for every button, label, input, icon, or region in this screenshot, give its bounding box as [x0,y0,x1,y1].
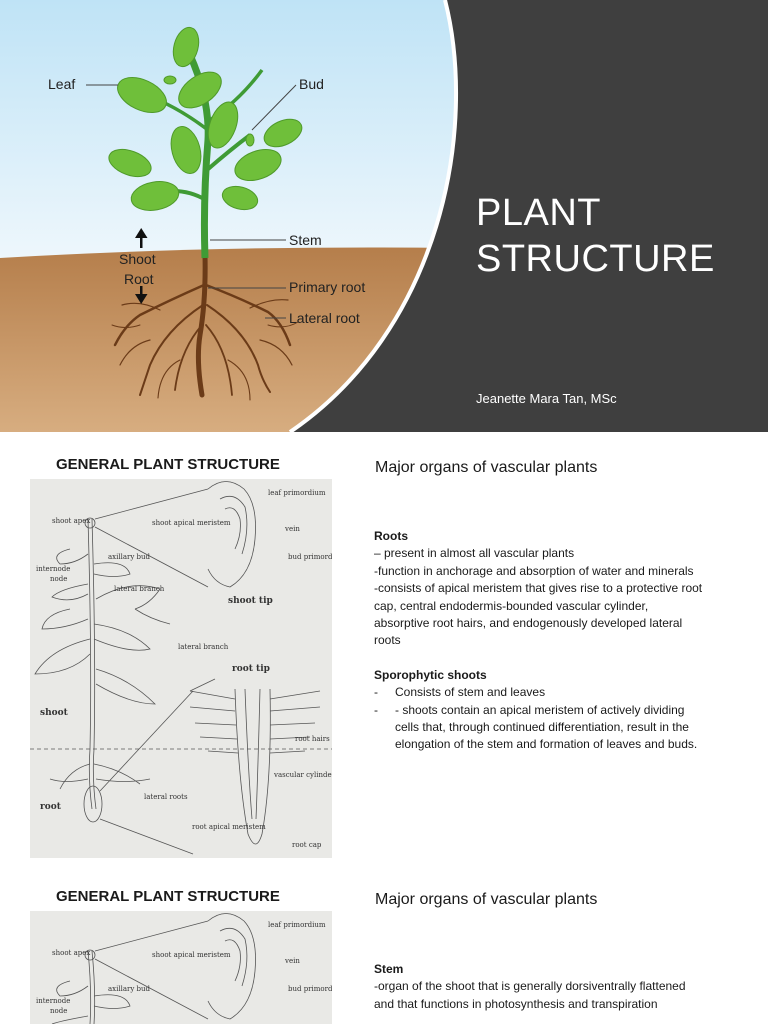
shoot-label: Shoot [119,251,156,267]
plant-structure-diagram: shoot apex shoot apical meristem leaf pr… [30,911,332,1024]
label-bud-primordium: bud primordium [288,985,332,993]
label-internode: internode [36,565,70,573]
title-line-2: STRUCTURE [476,238,715,280]
author: Jeanette Mara Tan, MSc [476,391,617,406]
page-title: PLANT STRUCTURE [476,190,715,282]
label-shoot-apex: shoot apex [52,949,90,957]
bud-label: Bud [299,76,324,92]
stem-heading: Stem [374,962,404,976]
direction-arrows [135,228,148,304]
divider-arc [288,0,459,432]
label-shoot-apical-meristem: shoot apical meristem [152,519,231,527]
soil [0,247,457,432]
plant-structure-diagram: shoot apex shoot apical meristem leaf pr… [30,479,332,858]
slide-heading: GENERAL PLANT STRUCTURE [56,888,280,905]
bullet-marker: - [374,685,378,700]
bullet-item: - - shoots contain an apical meristem of… [374,702,704,754]
label-node: node [50,1007,67,1015]
bullet-text: - shoots contain an apical meristem of a… [395,702,698,752]
label-shoot-apical-meristem: shoot apical meristem [152,951,231,959]
label-lateral-roots: lateral roots [144,793,188,801]
stem-line: -organ of the shoot that is generally do… [374,979,686,1011]
label-vein: vein [284,957,300,965]
label-lines [86,84,297,319]
root-label: Root [124,271,154,287]
label-vein: vein [284,525,300,533]
label-lateral-branch: lateral branch [114,585,165,593]
label-root-apical-meristem: root apical meristem [192,823,266,831]
roots-line: – present in almost all vascular plants [374,546,575,561]
slide-general-structure-roots: GENERAL PLANT STRUCTURE Major organs of … [0,432,768,864]
label-shoot-apex: shoot apex [52,517,90,525]
label-axillary-bud: axillary bud [108,553,151,561]
label-internode: internode [36,997,70,1005]
slide-subtitle: Major organs of vascular plants [375,891,598,908]
label-node: node [50,575,67,583]
bullet-text: Consists of stem and leaves [395,685,546,700]
lateral-root-label: Lateral root [289,310,360,326]
plant-illustration: Leaf Bud Stem Shoot Root Primary root La… [0,0,459,432]
primary-root-label: Primary root [289,279,365,295]
slide-general-structure-stem: GENERAL PLANT STRUCTURE Major organs of … [0,864,768,1024]
roots-heading: Roots [374,529,408,543]
slide-subtitle: Major organs of vascular plants [375,459,598,476]
label-vascular-cylinder: vascular cylinder [273,771,332,779]
shoots-heading: Sporophytic shoots [374,667,487,682]
bullet-marker: - [374,702,378,717]
label-shoot-tip: shoot tip [228,596,273,606]
roots-text-block: Roots – present in almost all vascular p… [374,528,704,754]
title-slide: Leaf Bud Stem Shoot Root Primary root La… [0,0,768,432]
title-line-1: PLANT [476,192,601,234]
roots-line: -consists of apical meristem that gives … [374,581,703,648]
label-root: root [40,802,62,812]
label-shoot: shoot [40,708,69,718]
roots [111,252,299,401]
stem-label: Stem [289,232,322,248]
label-root-hairs: root hairs [295,735,330,743]
label-root-tip: root tip [232,664,270,674]
label-leaf-primordium: leaf primordium [268,921,326,929]
leaves [108,26,303,211]
label-axillary-bud: axillary bud [108,985,151,993]
roots-line: -function in anchorage and absorption of… [374,563,694,578]
label-root-cap: root cap [292,841,322,849]
stem-text-block: Stem -organ of the shoot that is general… [374,961,704,1013]
label-leaf-primordium: leaf primordium [268,489,326,497]
leaf-label: Leaf [48,76,75,92]
label-bud-primordium: bud primordium [288,553,332,561]
slide-heading: GENERAL PLANT STRUCTURE [56,456,280,473]
bullet-item: - Consists of stem and leaves [374,684,704,701]
label-lateral-branch-2: lateral branch [178,643,229,651]
